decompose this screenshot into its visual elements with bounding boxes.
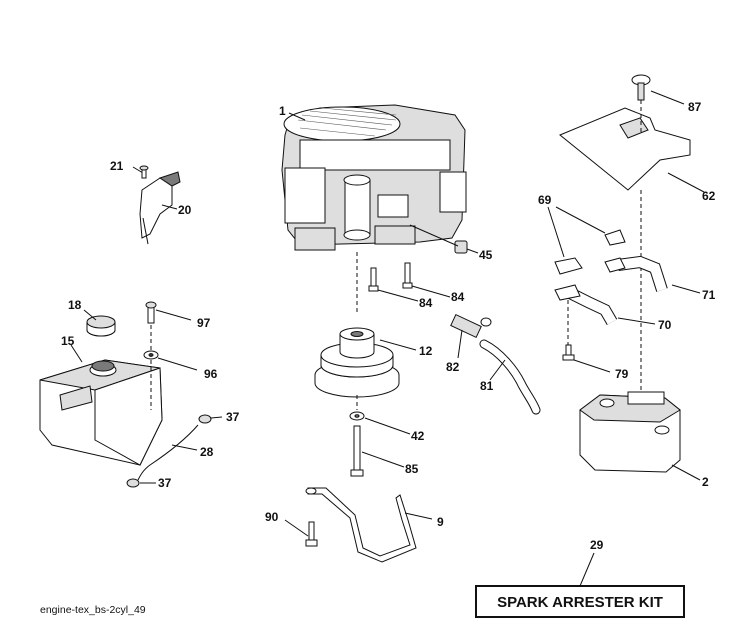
washer-42 <box>349 411 365 421</box>
fuel-cap-18 <box>86 315 116 337</box>
bolt-85 <box>350 425 364 477</box>
bolt-79 <box>562 344 575 361</box>
callout-90: 90 <box>265 510 279 524</box>
callout-9: 9 <box>437 515 444 529</box>
heat-shield-62 <box>559 107 691 191</box>
callout-97: 97 <box>197 316 211 330</box>
muffler-part <box>579 391 681 473</box>
callout-45: 45 <box>479 248 493 262</box>
callout-21: 21 <box>110 159 124 173</box>
fuel-line-28 <box>126 414 212 488</box>
bolt-84-right <box>402 262 413 289</box>
callout-79: 79 <box>615 367 629 381</box>
callout-82: 82 <box>446 360 460 374</box>
callout-70: 70 <box>658 318 672 332</box>
spark-arrester-kit-label: SPARK ARRESTER KIT <box>497 594 663 611</box>
exhaust-pipe-70 <box>567 287 618 326</box>
callout-62: 62 <box>702 189 716 203</box>
callout-81: 81 <box>480 379 494 393</box>
callout-69: 69 <box>538 193 552 207</box>
diagram-caption: engine-tex_bs-2cyl_49 <box>40 604 146 616</box>
callout-18: 18 <box>68 298 82 312</box>
knob-87 <box>631 74 651 101</box>
callout-96: 96 <box>204 367 218 381</box>
callout-28: 28 <box>200 445 214 459</box>
hose-81 <box>479 339 541 415</box>
screw-21 <box>139 165 149 179</box>
gaskets-69 <box>554 229 626 301</box>
bracket-9 <box>305 487 417 563</box>
control-20 <box>139 171 181 245</box>
fuel-tank-part <box>39 359 163 466</box>
fitting-82 <box>450 313 492 339</box>
callout-87: 87 <box>688 100 702 114</box>
callout-29: 29 <box>590 538 604 552</box>
callout-37-a: 37 <box>226 410 240 424</box>
screw-97 <box>145 301 157 324</box>
callout-20: 20 <box>178 203 192 217</box>
callout-15: 15 <box>61 334 75 348</box>
callout-2: 2 <box>702 475 709 489</box>
callout-84-a: 84 <box>451 290 465 304</box>
pulley-part <box>314 327 400 398</box>
spark-arrester-kit: SPARK ARRESTER KIT <box>475 585 685 618</box>
callout-1: 1 <box>279 104 286 118</box>
callout-37-b: 37 <box>158 476 172 490</box>
engine-part <box>281 104 467 251</box>
nut-45 <box>454 240 468 254</box>
callout-12: 12 <box>419 344 433 358</box>
callout-71: 71 <box>702 288 716 302</box>
bolt-90 <box>305 521 318 547</box>
callout-85: 85 <box>405 462 419 476</box>
callout-84-b: 84 <box>419 296 433 310</box>
callout-42: 42 <box>411 429 425 443</box>
exhaust-pipe-71 <box>617 255 668 292</box>
bolt-84-left <box>368 267 379 292</box>
